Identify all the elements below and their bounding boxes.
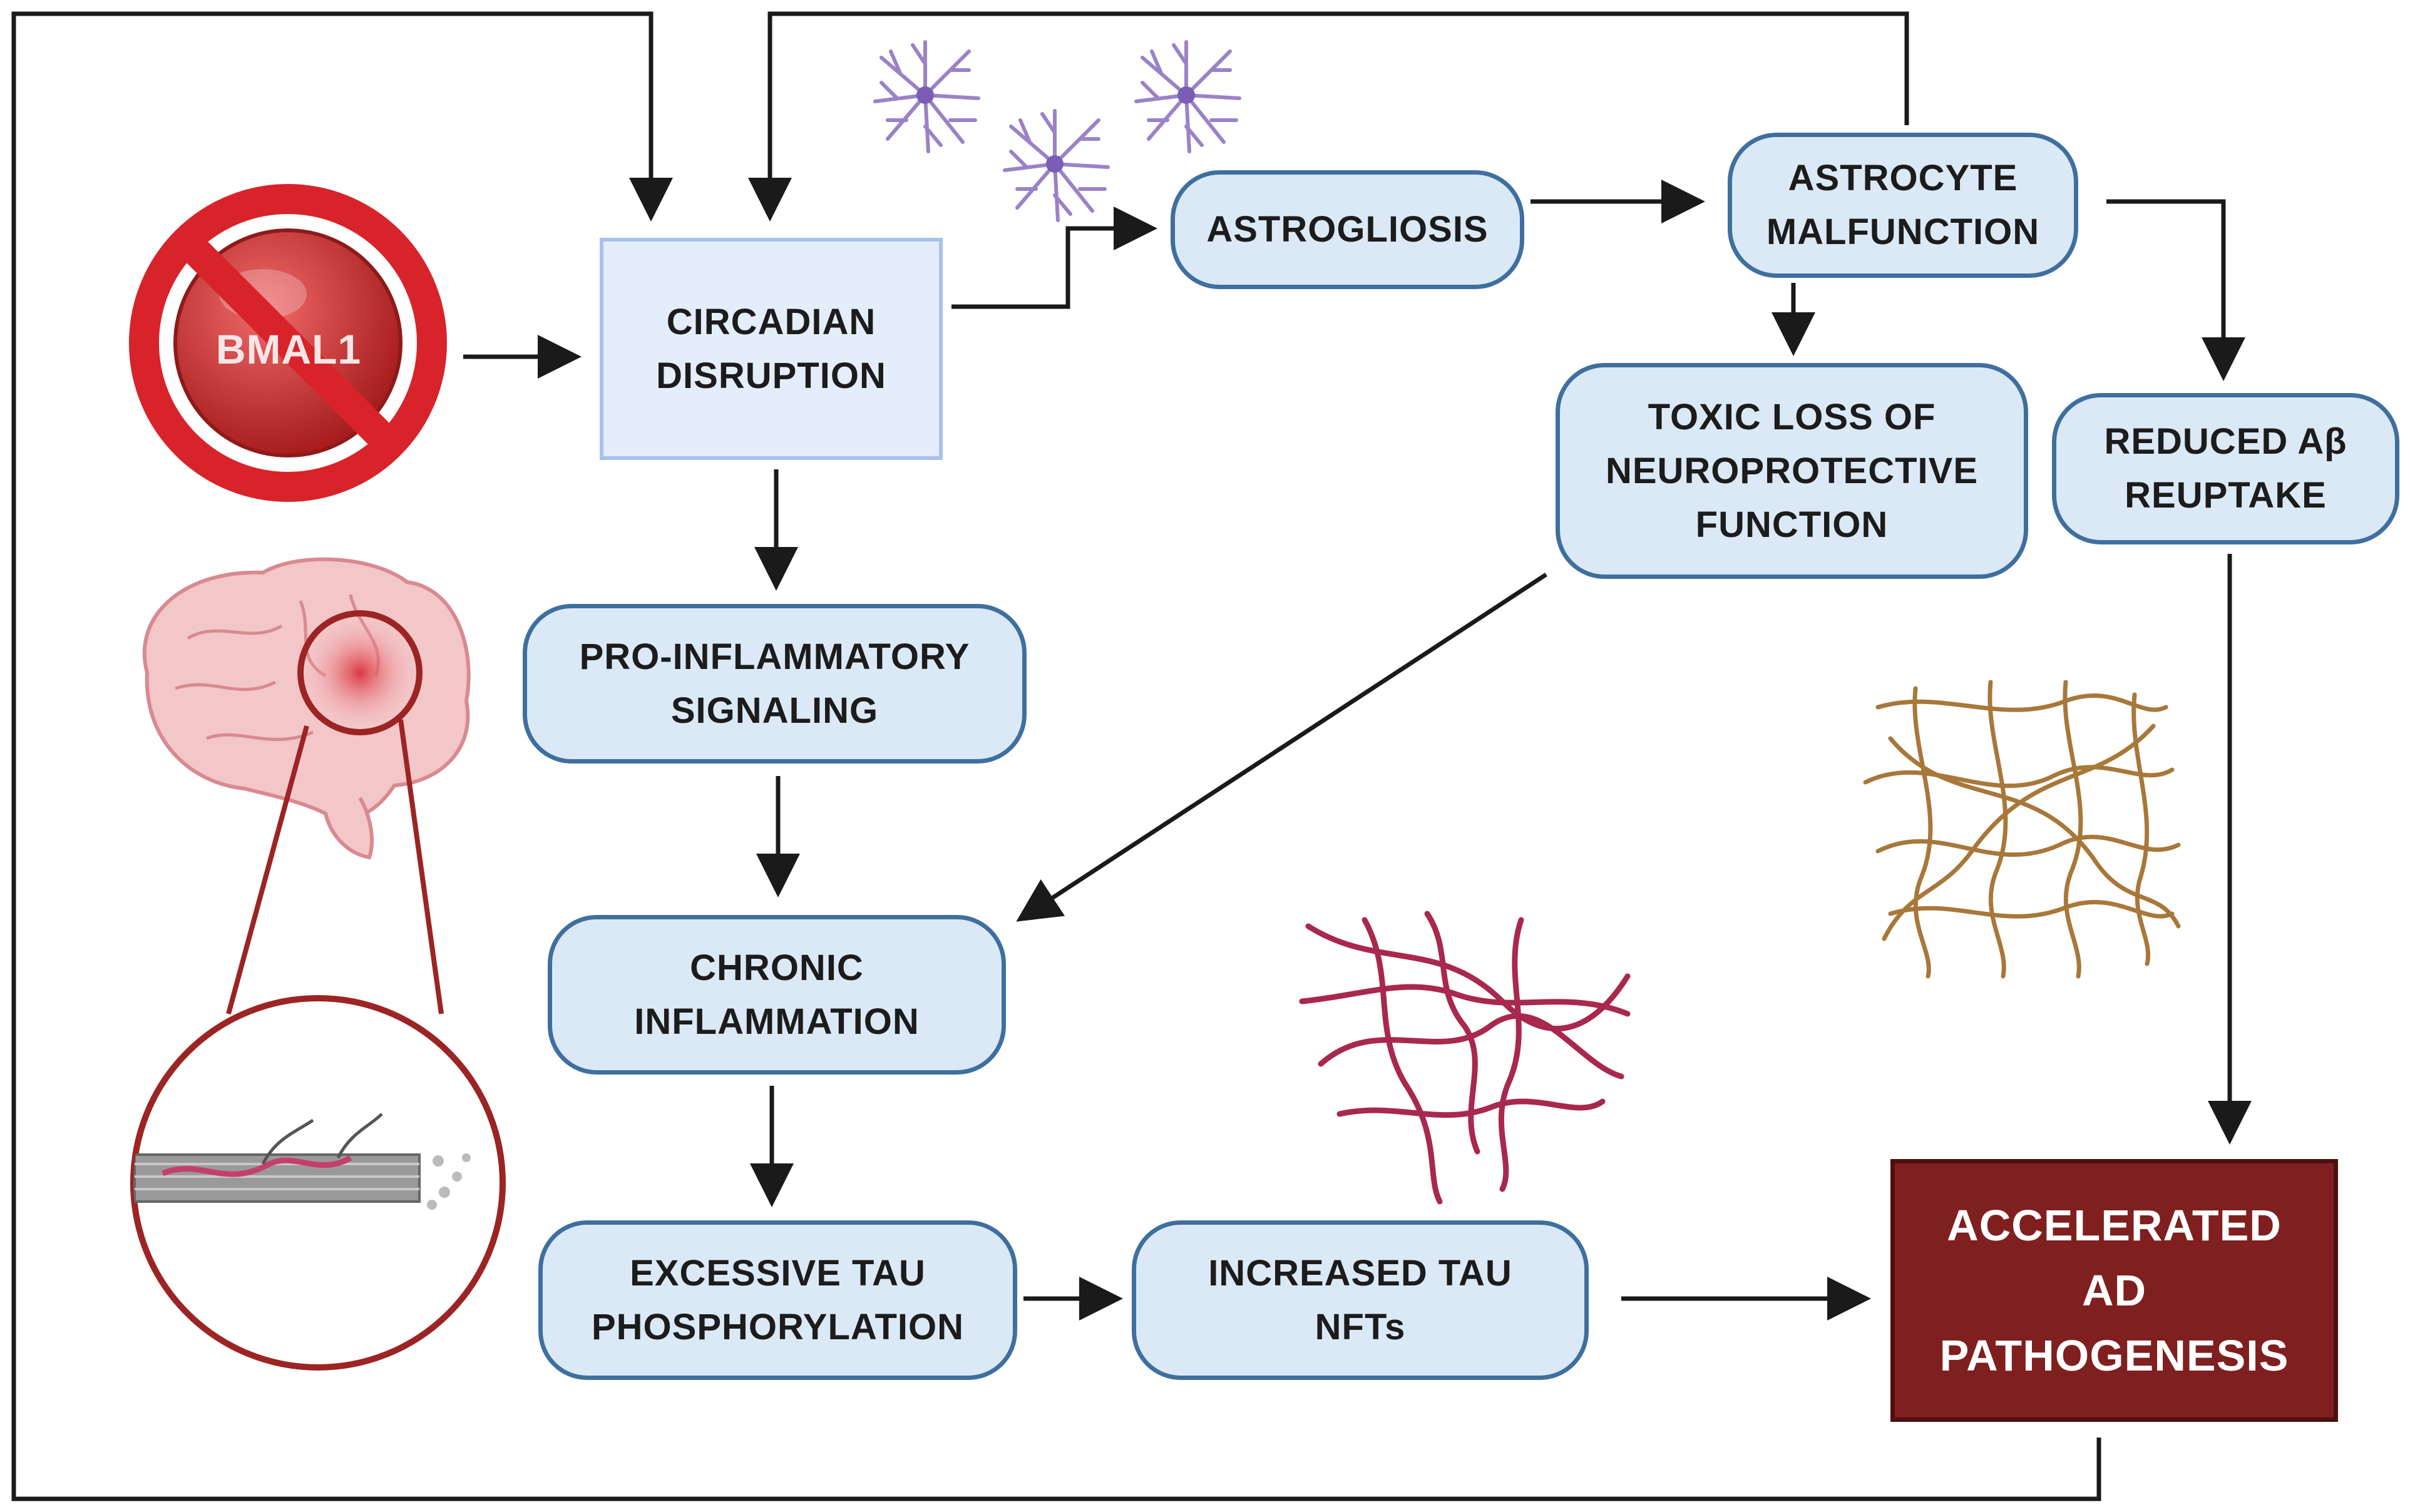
node-line: ASTROCYTE (1788, 158, 2018, 198)
chronic-inflammation-node: CHRONIC INFLAMMATION (548, 915, 1006, 1075)
increased-tau-nfts-node: INCREASED TAU NFTs (1132, 1220, 1589, 1380)
astrocyte-cell-icon (873, 40, 1241, 222)
circadian-disruption-node: CIRCADIAN DISRUPTION (600, 238, 943, 460)
node-line: REDUCED Aβ (2104, 421, 2347, 462)
pro-inflammatory-signaling-node: PRO-INFLAMMATORY SIGNALING (523, 604, 1027, 764)
node-line: SIGNALING (670, 690, 879, 731)
node-line: DISRUPTION (656, 355, 886, 396)
node-line: REUPTAKE (2125, 475, 2327, 516)
prohibited-bmal1-icon (129, 184, 447, 502)
node-line: PRO-INFLAMMATORY (579, 636, 970, 677)
feedback-loop-arrow (11, 11, 2101, 1501)
arrow-astrocyte-to-reduced (2106, 199, 2245, 381)
node-line: ASTROGLIOSIS (1206, 209, 1489, 250)
tau-tangle-icon (1299, 911, 1631, 1205)
node-line: CIRCADIAN (666, 301, 876, 342)
node-line: NFTs (1315, 1306, 1406, 1347)
node-line: PHOSPHORYLATION (591, 1306, 965, 1347)
astrogliosis-node: ASTROGLIOSIS (1171, 170, 1524, 289)
node-line: NEUROPROTECTIVE (1605, 450, 1979, 491)
astrocyte-malfunction-node: ASTROCYTE MALFUNCTION (1728, 133, 2078, 278)
brain-icon (142, 557, 471, 860)
node-line: EXCESSIVE TAU (630, 1252, 926, 1294)
node-line: ACCELERATED (1947, 1201, 2282, 1250)
astrocyte-feedback-arrow (748, 11, 1909, 222)
node-line: INCREASED TAU (1208, 1252, 1512, 1294)
node-line: MALFUNCTION (1766, 212, 2040, 252)
excessive-tau-phosphorylation-node: EXCESSIVE TAU PHOSPHORYLATION (538, 1220, 1017, 1380)
bmal1-label: BMAL1 (215, 326, 362, 372)
reduced-abeta-reuptake-node: REDUCED Aβ REUPTAKE (2052, 393, 2399, 544)
node-line: CHRONIC (690, 947, 864, 988)
magnified-axon-icon (130, 719, 506, 1371)
node-line: FUNCTION (1695, 504, 1889, 545)
node-line: AD (2081, 1266, 2147, 1315)
arrow-circadian-to-astrogliosis (951, 207, 1157, 309)
amyloid-plaque-icon (1863, 680, 2181, 979)
toxic-loss-node: TOXIC LOSS OF NEUROPROTECTIVE FUNCTION (1556, 363, 2028, 579)
node-line: INFLAMMATION (634, 1001, 920, 1042)
arrow-toxic-to-chronic (1016, 573, 1547, 922)
node-line: PATHOGENESIS (1939, 1331, 2289, 1380)
node-line: TOXIC LOSS OF (1648, 396, 1936, 437)
accelerated-ad-pathogenesis-node: ACCELERATED AD PATHOGENESIS (1890, 1159, 2338, 1422)
